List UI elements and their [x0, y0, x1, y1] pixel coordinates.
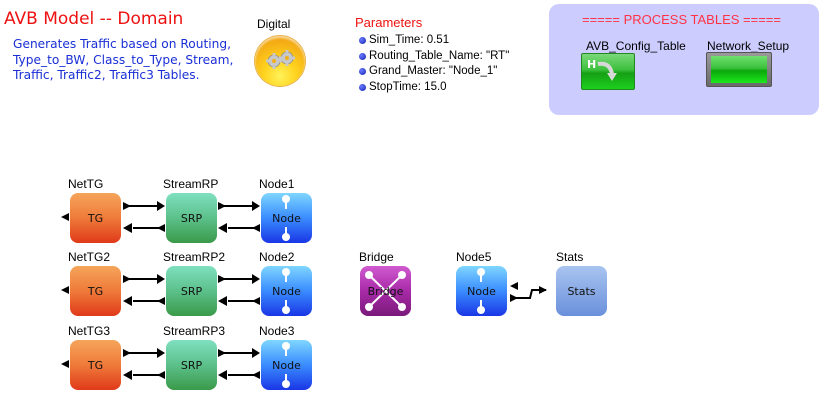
node-to-srp-arrow	[218, 370, 227, 380]
tg-block[interactable]: TG	[70, 340, 121, 390]
node-label: Node3	[259, 324, 295, 338]
avb-config-table-button[interactable]: H	[581, 53, 635, 90]
node-port-icon	[282, 195, 290, 203]
digital-button[interactable]	[255, 36, 305, 86]
bridge-block[interactable]: Bridge	[360, 266, 411, 316]
srp-to-node-arrow	[252, 201, 260, 211]
node-block[interactable]: Node	[261, 266, 312, 316]
tg-label: NetTG3	[68, 324, 111, 338]
node5-input-arrow	[510, 282, 518, 290]
svg-text:H: H	[587, 58, 596, 71]
node-port-icon	[282, 306, 290, 314]
node-text: Node	[272, 211, 301, 225]
srp-text: SRP	[180, 358, 203, 372]
h-arrow-icon: H	[587, 58, 617, 81]
stats-label: Stats	[556, 250, 584, 264]
srp-out-tail	[218, 349, 226, 357]
srp-block[interactable]: SRP	[166, 193, 217, 243]
node-in-tail	[252, 224, 260, 232]
green-panel-icon	[711, 56, 767, 83]
parameters-title: Parameters	[355, 15, 423, 30]
bullet-icon	[359, 52, 366, 60]
node-in-tail	[252, 297, 260, 305]
bridge-text: Bridge	[367, 284, 404, 298]
bullet-icon	[359, 83, 366, 91]
bridge-label: Bridge	[359, 250, 394, 264]
node-text: Node	[272, 284, 301, 298]
parameter-item: Routing_Table_Name: "RT"	[359, 49, 509, 65]
node-port-icon	[282, 380, 290, 388]
srp-out-tail	[218, 275, 226, 283]
srp-text: SRP	[180, 284, 203, 298]
node-port-icon	[282, 268, 290, 276]
tg-out-tail	[123, 349, 131, 357]
digital-label: Digital	[257, 17, 291, 31]
srp-in-tail	[157, 371, 165, 379]
tg-label: NetTG2	[68, 250, 111, 264]
srp-to-node-arrow	[252, 274, 260, 284]
srp-block[interactable]: SRP	[166, 266, 217, 316]
node-port-icon	[477, 268, 485, 276]
parameter-item: Sim_Time: 0.51	[359, 33, 509, 49]
network-setup-button[interactable]	[706, 52, 772, 87]
node-port-icon	[282, 342, 290, 350]
gears-icon	[266, 50, 295, 69]
stats-text: Stats	[567, 284, 596, 298]
tg-text: TG	[87, 358, 104, 372]
parameters-list: Sim_Time: 0.51 Routing_Table_Name: "RT" …	[359, 33, 509, 95]
srp-to-tg-arrow	[123, 223, 132, 233]
network-setup-label: Network_Setup	[707, 39, 790, 53]
bullet-icon	[359, 37, 366, 45]
srp-to-tg-arrow	[123, 370, 132, 380]
avb-config-table-label: AVB_Config_Table	[586, 39, 686, 53]
tg-output-arrow	[61, 213, 69, 221]
srp-label: StreamRP	[163, 177, 219, 191]
node-to-srp-arrow	[218, 296, 227, 306]
srp-label: StreamRP3	[163, 324, 226, 338]
tg-block[interactable]: TG	[70, 193, 121, 243]
node-port-icon	[477, 306, 485, 314]
node-label: Node1	[259, 177, 295, 191]
model-description: Generates Traffic based on Routing, Type…	[13, 37, 234, 82]
node-to-srp-arrow	[218, 223, 227, 233]
node5-text: Node	[467, 284, 496, 298]
srp-out-tail	[218, 202, 226, 210]
node-block[interactable]: Node	[261, 340, 312, 390]
node-block[interactable]: Node	[261, 193, 312, 243]
tg-output-arrow	[61, 360, 69, 368]
page-title: AVB Model -- Domain	[4, 9, 184, 29]
tg-out-tail	[123, 275, 131, 283]
node5-label: Node5	[456, 250, 492, 264]
srp-to-node-arrow	[252, 348, 260, 358]
tg-to-srp-arrow	[157, 201, 165, 211]
parameter-item: Grand_Master: "Node_1"	[359, 64, 509, 80]
srp-in-tail	[157, 297, 165, 305]
node-text: Node	[272, 358, 301, 372]
tg-text: TG	[87, 211, 104, 225]
tg-text: TG	[87, 284, 104, 298]
node5-to-stats-connection	[514, 286, 547, 299]
srp-to-tg-arrow	[123, 296, 132, 306]
tg-block[interactable]: TG	[70, 266, 121, 316]
tg-to-srp-arrow	[157, 348, 165, 358]
bridge-cross-icon	[365, 271, 406, 311]
node5-block[interactable]: Node	[456, 266, 507, 316]
srp-text: SRP	[180, 211, 203, 225]
parameter-item: StopTime: 15.0	[359, 80, 509, 96]
stats-block[interactable]: Stats	[556, 266, 607, 316]
node-label: Node2	[259, 250, 295, 264]
tg-output-arrow	[61, 286, 69, 294]
srp-block[interactable]: SRP	[166, 340, 217, 390]
tg-label: NetTG	[68, 177, 104, 191]
bullet-icon	[359, 68, 366, 76]
process-tables-title: ===== PROCESS TABLES =====	[582, 12, 781, 27]
tg-out-tail	[123, 202, 131, 210]
srp-label: StreamRP2	[163, 250, 226, 264]
node-in-tail	[252, 371, 260, 379]
node-port-icon	[282, 233, 290, 241]
process-tables-panel: ===== PROCESS TABLES ===== AVB_Config_Ta…	[549, 4, 819, 115]
srp-in-tail	[157, 224, 165, 232]
tg-to-srp-arrow	[157, 274, 165, 284]
node5-output-tail	[510, 294, 518, 302]
